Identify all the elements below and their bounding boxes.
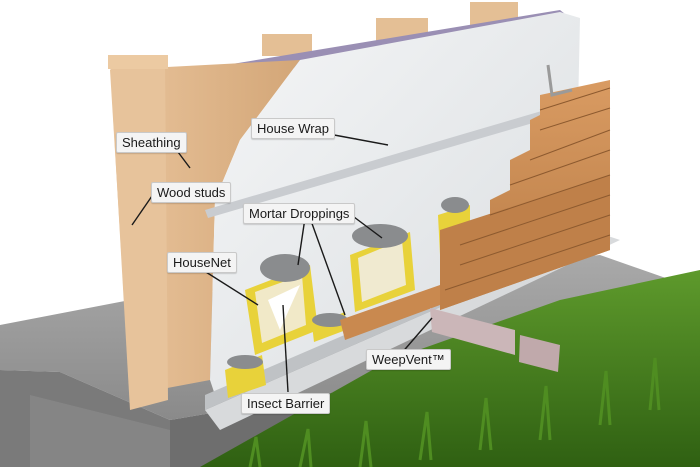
insect-barrier-label: Insect Barrier — [241, 393, 330, 414]
sheathing-label: Sheathing — [116, 132, 187, 153]
house-wrap-label: House Wrap — [251, 118, 335, 139]
weepvent-label: WeepVent™ — [366, 349, 451, 370]
housenet-label: HouseNet — [167, 252, 237, 273]
mortar-droppings-label: Mortar Droppings — [243, 203, 355, 224]
stud-top — [108, 55, 168, 69]
wood-studs-label: Wood studs — [151, 182, 231, 203]
